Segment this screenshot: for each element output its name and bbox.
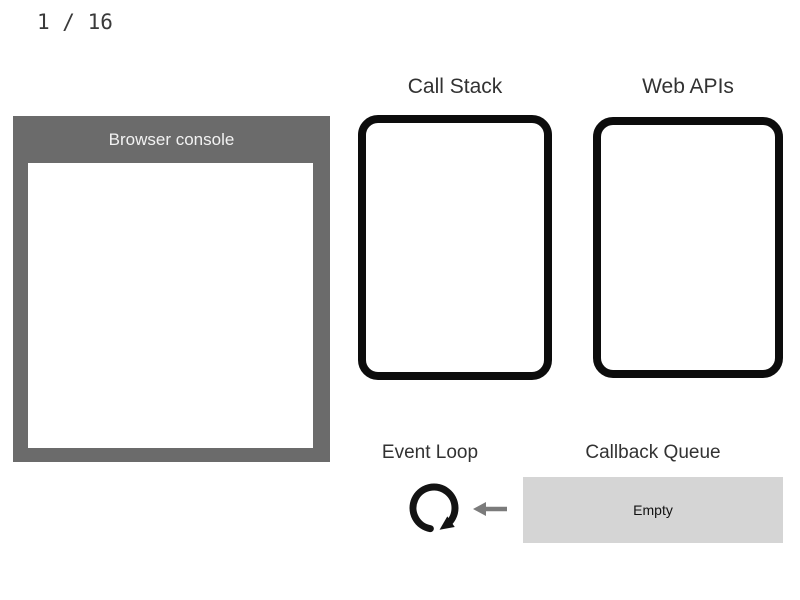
callback-queue-label: Callback Queue (585, 442, 721, 463)
call-stack-label: Call Stack (407, 75, 503, 98)
callback-queue-box: Empty (523, 477, 783, 543)
slide-counter: 1 / 16 (37, 10, 113, 34)
call-stack-box (358, 115, 552, 380)
left-arrow-icon (473, 502, 507, 516)
callback-queue-status: Empty (633, 502, 673, 518)
event-loop-label: Event Loop (381, 442, 479, 463)
browser-console-title: Browser console (108, 129, 235, 149)
web-apis-box (593, 117, 783, 378)
browser-console-panel: Browser console (13, 116, 330, 462)
event-loop-clockwise-arrow-icon (409, 483, 459, 533)
web-apis-label: Web APIs (642, 75, 734, 98)
browser-console-output (28, 163, 313, 448)
